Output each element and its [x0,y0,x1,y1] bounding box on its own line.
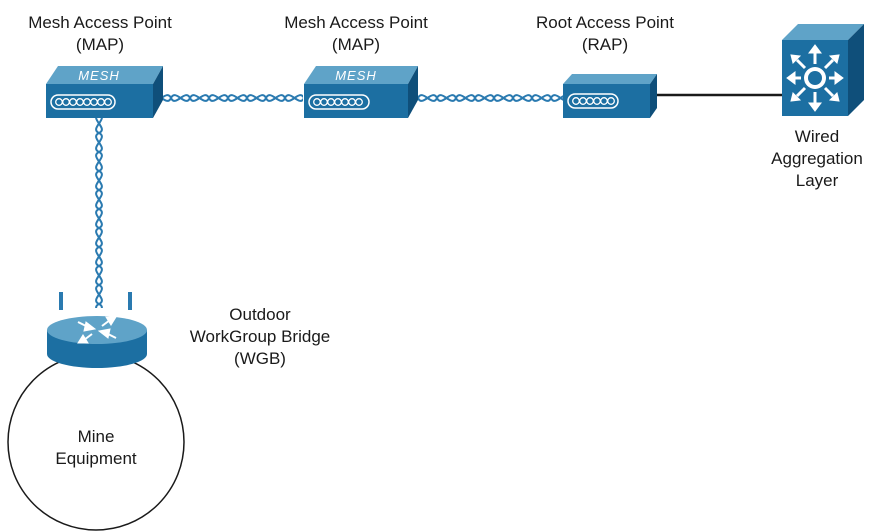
wgb-label: Outdoor WorkGroup Bridge (WGB) [185,304,335,370]
map2-label: Mesh Access Point (MAP) [281,12,431,56]
map1-label-line2: (MAP) [75,35,125,54]
wired-label-line1: Wired [794,127,840,146]
map2-label-line2: (MAP) [331,35,381,54]
wireless-link-icon [416,87,564,109]
workgroup-bridge-router-icon[interactable] [47,292,147,368]
mesh-label: MESH [335,68,377,83]
mine-label-line1: Mine [77,427,115,446]
mine-label-line2: Equipment [55,449,137,468]
mesh-access-point-icon[interactable]: MESH [46,66,163,118]
wgb-label-line3: (WGB) [234,349,286,368]
wireless-link-icon [156,87,303,109]
wired-label-line2: Aggregation [771,149,863,168]
mesh-label: MESH [78,68,120,83]
rap-label-line2: (RAP) [581,35,629,54]
root-access-point-icon[interactable] [563,74,657,118]
wgb-label-line1: Outdoor [229,305,291,324]
mine-equipment-label: Mine Equipment [46,426,146,470]
wired-layer-label: Wired Aggregation Layer [762,126,872,192]
layer3-switch-icon[interactable] [782,24,864,116]
rap-label: Root Access Point (RAP) [530,12,680,56]
map1-label-line1: Mesh Access Point [28,13,172,32]
wireless-link-icon [88,118,110,308]
map1-label: Mesh Access Point (MAP) [25,12,175,56]
wgb-label-line2: WorkGroup Bridge [189,327,331,346]
map2-label-line1: Mesh Access Point [284,13,428,32]
rap-label-line1: Root Access Point [536,13,674,32]
mesh-access-point-icon[interactable]: MESH [304,66,418,118]
wired-label-line3: Layer [795,171,839,190]
